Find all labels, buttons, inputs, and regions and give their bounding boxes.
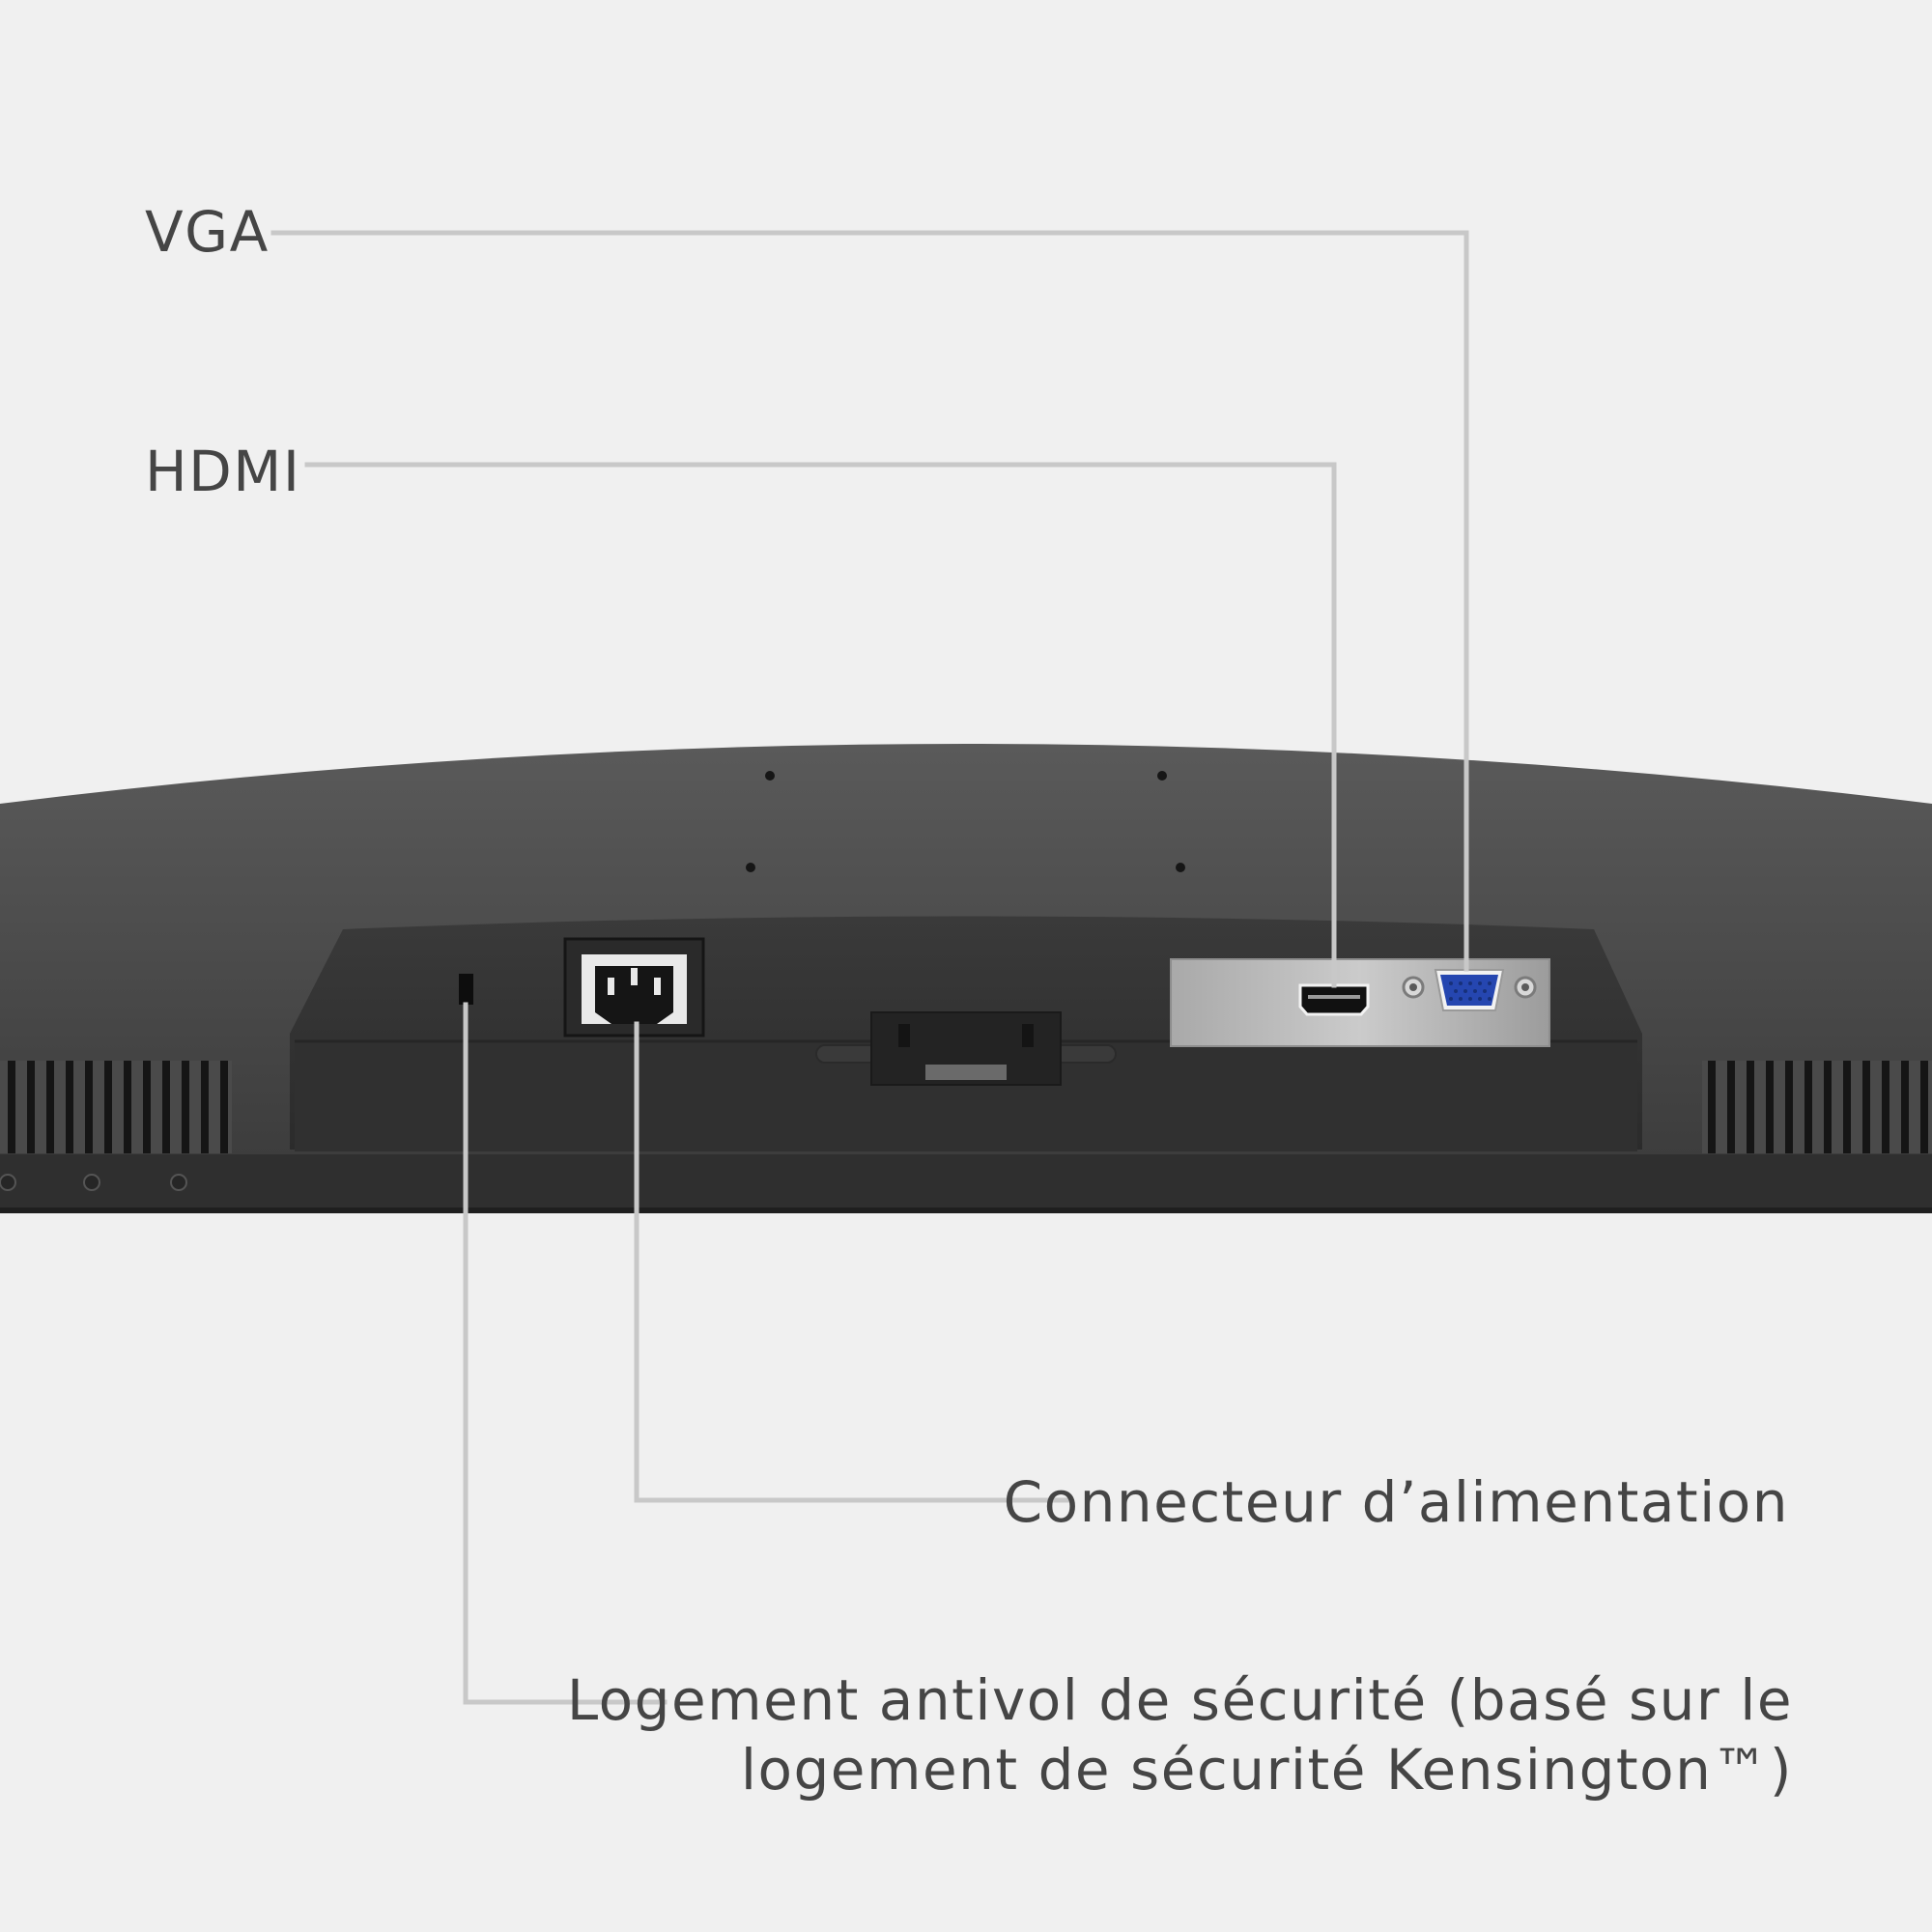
power-socket-icon	[563, 937, 705, 1037]
monitor-body	[0, 744, 1932, 1213]
security-slot-label: Logement antivol de sécurité (basé sur l…	[567, 1665, 1793, 1804]
vent-grille-icon	[0, 1061, 1932, 1153]
power-leader-line	[634, 1021, 1071, 1503]
hdmi-port-icon	[1298, 983, 1370, 1016]
security-slot-leader-line	[463, 1002, 668, 1705]
power-connector-label: Connecteur d’alimentation	[1003, 1469, 1789, 1535]
vga-port-icon	[1402, 969, 1537, 1011]
security-slot-label-line-2: logement de sécurité Kensington™)	[740, 1737, 1793, 1803]
hdmi-label: HDMI	[145, 439, 301, 504]
leader-lines	[270, 230, 1469, 1705]
vga-label: VGA	[145, 199, 270, 265]
control-buttons	[0, 1174, 187, 1191]
vesa-mount-holes	[746, 771, 1185, 872]
stand-mount-bracket	[815, 1011, 1117, 1086]
kensington-slot-icon	[459, 974, 473, 1005]
vga-leader-line	[270, 230, 1469, 972]
security-slot-label-line-1: Logement antivol de sécurité (basé sur l…	[566, 1667, 1793, 1733]
hdmi-leader-line	[304, 462, 1337, 988]
